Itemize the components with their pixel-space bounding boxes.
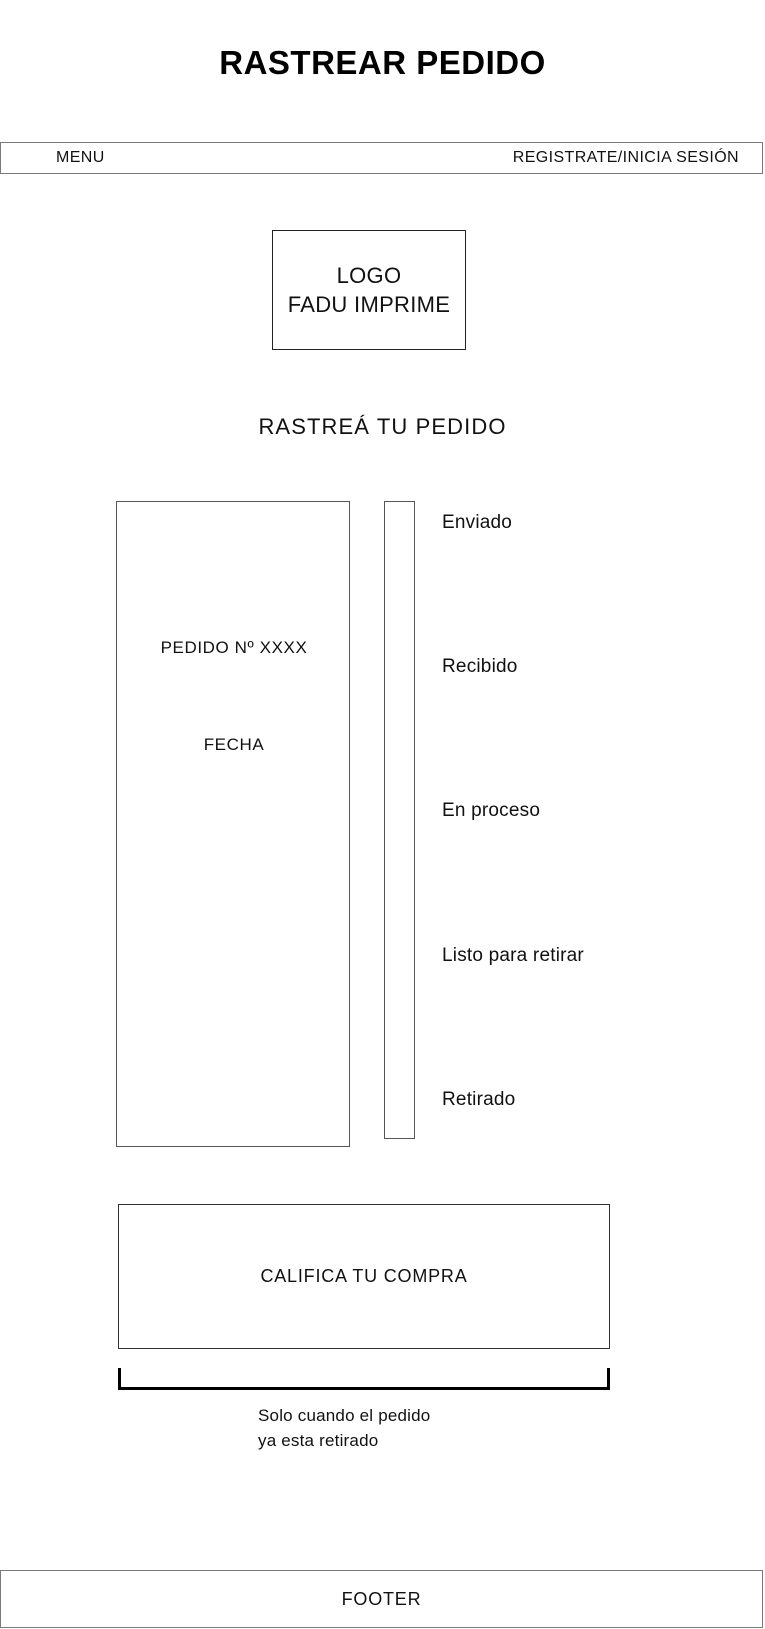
order-date-label: FECHA	[203, 735, 265, 754]
footer-label: FOOTER	[341, 1588, 422, 1609]
section-heading: RASTREÁ TU PEDIDO	[258, 414, 507, 439]
page-title: RASTREAR PEDIDO	[219, 44, 546, 81]
progress-step-en-proceso: En proceso	[442, 800, 541, 821]
annotation-caption-line-2: ya esta retirado	[258, 1431, 379, 1450]
annotation-caption-line-1: Solo cuando el pedido	[258, 1406, 431, 1425]
navbar: MENU REGISTRATE/INICIA SESIÓN	[0, 142, 763, 174]
annotation-bracket	[118, 1368, 610, 1390]
order-number-label: PEDIDO Nº XXXX	[160, 638, 308, 657]
nav-item-register-login[interactable]: REGISTRATE/INICIA SESIÓN	[512, 149, 739, 166]
logo-line-2: FADU IMPRIME	[287, 292, 451, 317]
progress-step-retirado: Retirado	[442, 1089, 516, 1110]
logo-box[interactable]: LOGO FADU IMPRIME	[272, 230, 466, 350]
progress-step-enviado: Enviado	[442, 512, 513, 533]
nav-item-menu[interactable]: MENU	[56, 149, 105, 166]
progress-step-listo-para-retirar: Listo para retirar	[442, 945, 584, 966]
footer: FOOTER	[0, 1570, 763, 1628]
rate-purchase-box[interactable]: CALIFICA TU COMPRA	[118, 1204, 610, 1349]
rate-purchase-label: CALIFICA TU COMPRA	[260, 1266, 468, 1286]
order-progress-steps: Enviado Recibido En proceso Listo para r…	[442, 501, 742, 1139]
order-progress-bar	[384, 501, 415, 1139]
progress-step-recibido: Recibido	[442, 656, 518, 677]
logo-line-1: LOGO	[336, 263, 402, 288]
annotation-caption: Solo cuando el pedido ya esta retirado	[258, 1403, 430, 1453]
order-detail-panel: PEDIDO Nº XXXX FECHA	[116, 501, 350, 1147]
